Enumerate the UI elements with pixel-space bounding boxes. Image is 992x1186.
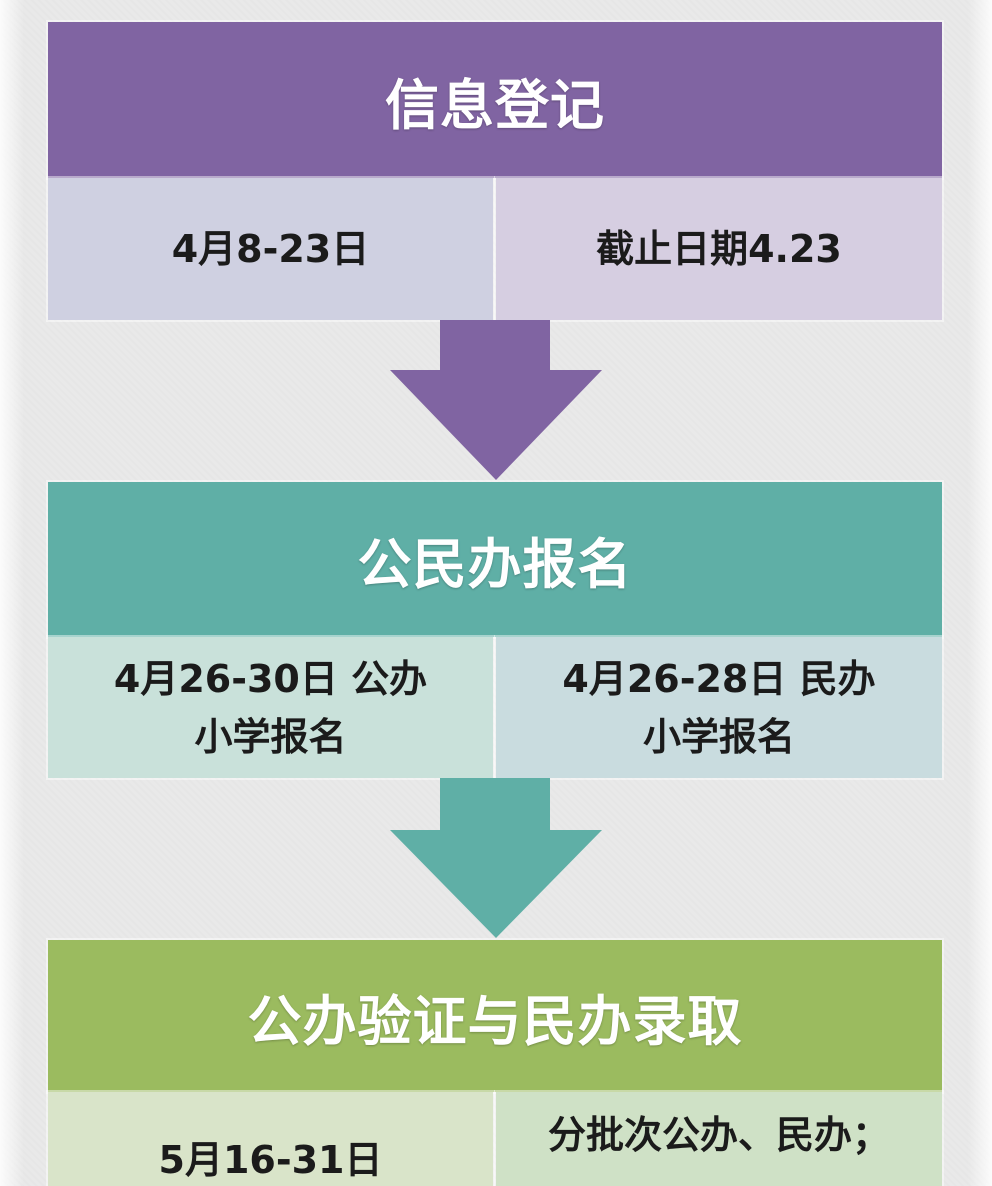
stage-2-cell-left: 4月26-30日 公办小学报名 (48, 637, 493, 778)
stage-2-header: 公民办报名 (48, 482, 942, 637)
stage-2-cell-right-text: 4月26-28日 民办小学报名 (562, 656, 876, 759)
stage-3-cell-right: 分批次公办、民办； (496, 1092, 942, 1186)
stage-2-cell-left-text: 4月26-30日 公办小学报名 (113, 656, 428, 759)
stage-1-title: 信息登记 (385, 73, 605, 137)
stage-3-cell-left-text: 5月16-31日 (158, 1138, 383, 1182)
stage-1-cell-left-text: 4月8-23日 (171, 227, 370, 271)
stage-3-cell-right-text: 分批次公办、民办； (548, 1113, 891, 1157)
stage-3-cell-left: 5月16-31日 (48, 1092, 493, 1186)
down-arrow-1-shape (390, 320, 602, 480)
stage-1-cell-left: 4月8-23日 (48, 178, 493, 320)
stage-1-cell-right: 截止日期4.23 (496, 178, 942, 320)
stage-1-header: 信息登记 (48, 22, 942, 178)
stage-2-title: 公民办报名 (357, 533, 633, 596)
stage-3-header: 公办验证与民办录取 (48, 940, 942, 1092)
down-arrow-2-icon (390, 778, 602, 938)
stage-2-cell-right: 4月26-28日 民办小学报名 (496, 637, 942, 778)
stage-3-title: 公办验证与民办录取 (247, 989, 743, 1053)
stage-1-cell-right-text: 截止日期4.23 (596, 227, 842, 271)
down-arrow-1-icon (390, 320, 602, 480)
down-arrow-2-shape (390, 778, 602, 938)
